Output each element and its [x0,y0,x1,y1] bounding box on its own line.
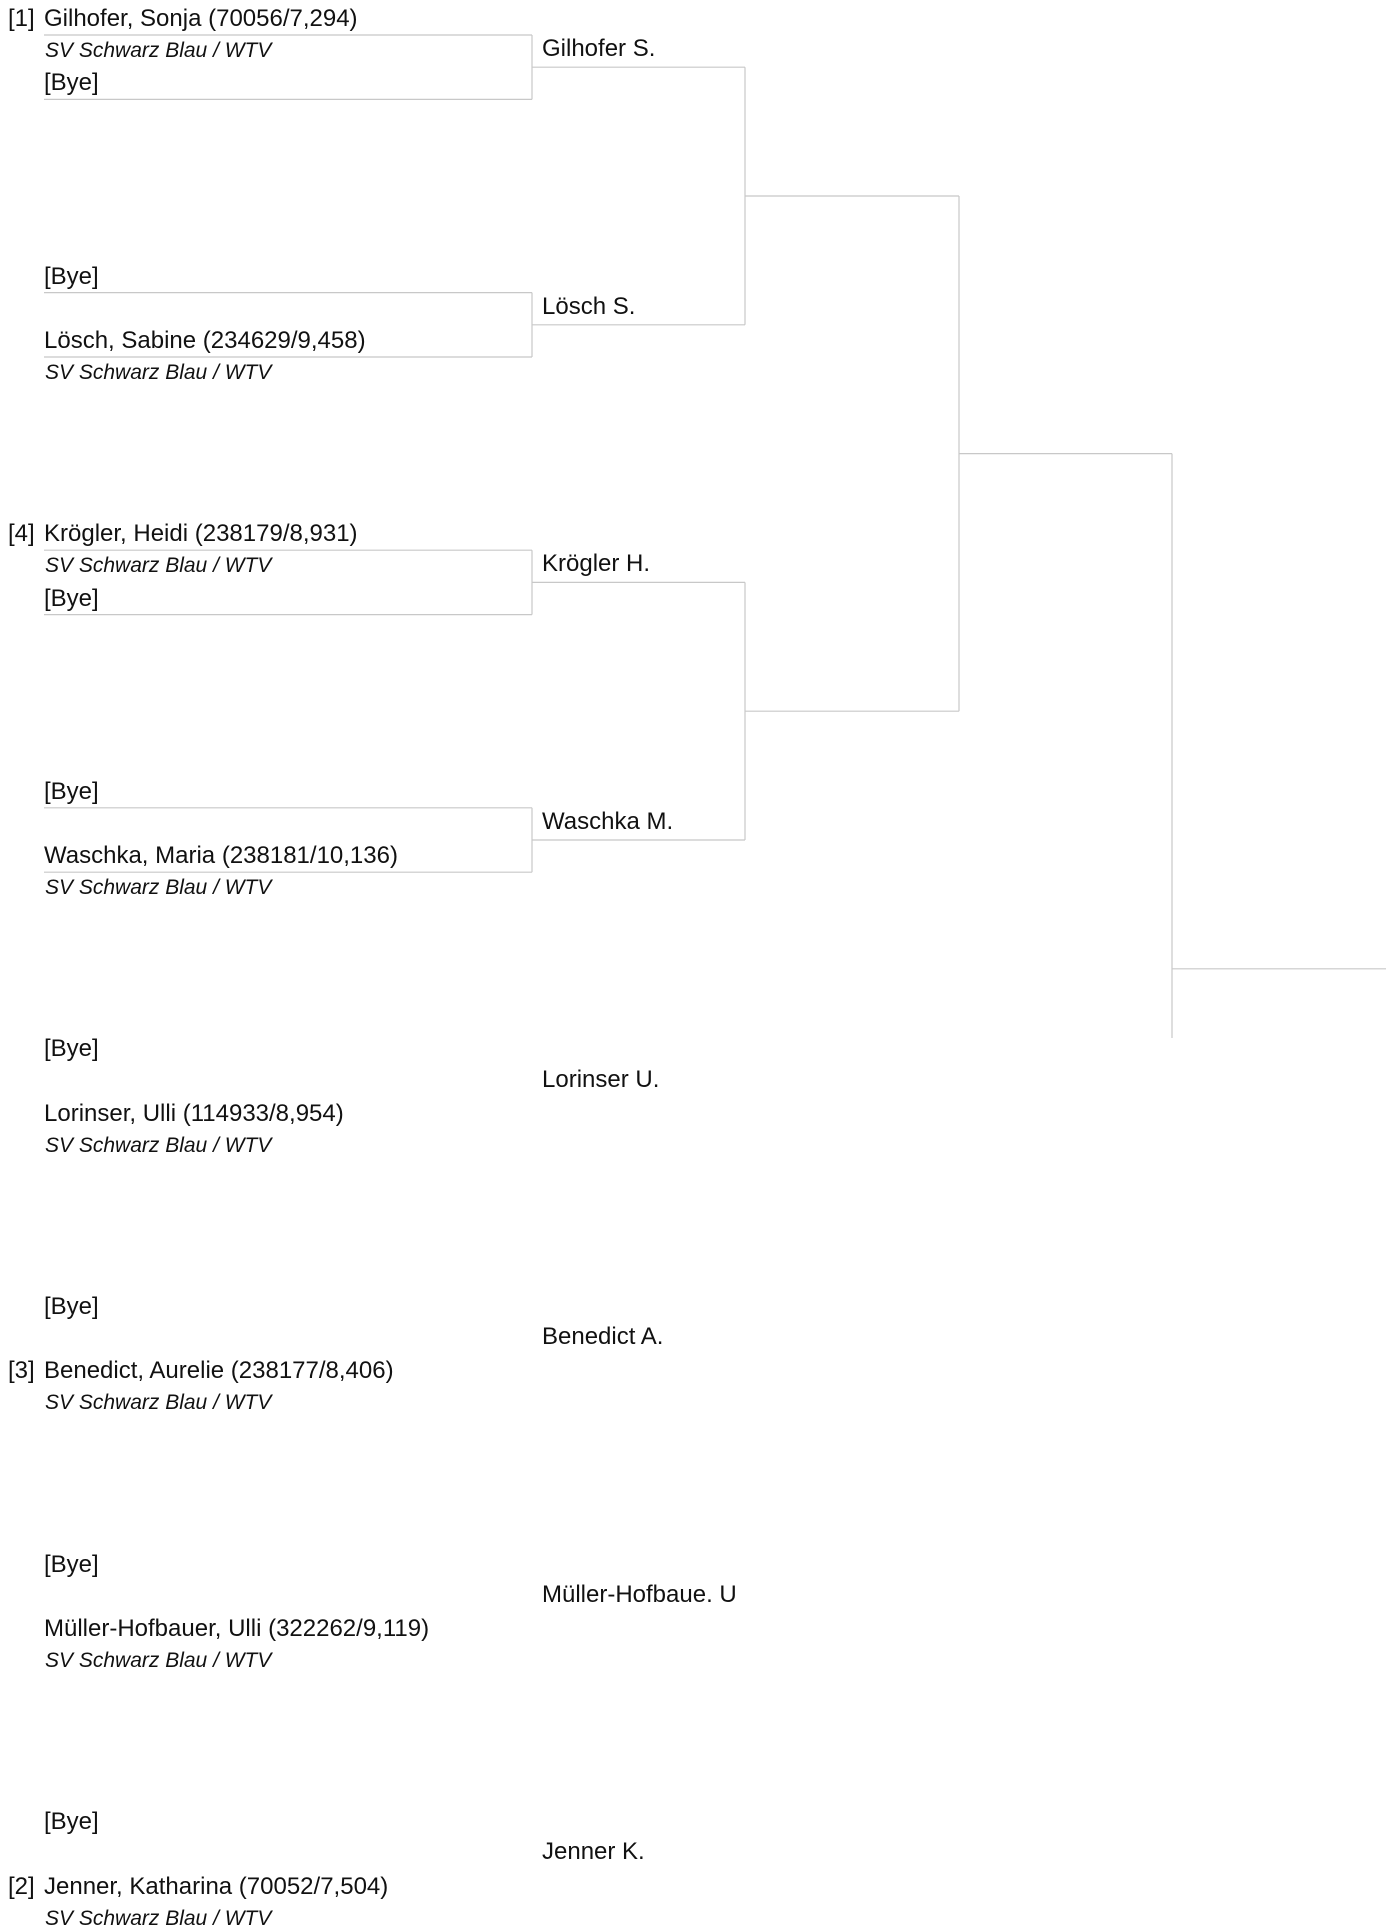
match-winner: Krögler H. [542,550,651,578]
player-name: [Bye] [44,69,99,97]
club-name: SV Schwarz Blau / WTV [45,361,272,384]
player-name: [Bye] [44,1808,99,1836]
player-name: Jenner, Katharina (70052/7,504) [44,1872,389,1900]
bracket-lines [44,34,1386,1038]
seed-number: [4] [8,520,35,548]
match-winner: Müller-Hofbaue. U [542,1580,737,1608]
player-name: [Bye] [44,1035,99,1063]
player-name: Waschka, Maria (238181/10,136) [44,842,398,870]
player-name: Lösch, Sabine (234629/9,458) [44,327,366,354]
match-winner: Lorinser U. [542,1065,660,1093]
seed-number: [2] [8,1872,35,1900]
club-name: SV Schwarz Blau / WTV [45,876,272,900]
club-name: SV Schwarz Blau / WTV [45,1391,272,1415]
match-winner: Jenner K. [542,1838,645,1866]
player-name: [Bye] [44,262,99,290]
player-name: Krögler, Heidi (238179/8,931) [44,520,358,548]
player-name: [Bye] [44,1293,99,1320]
club-name: SV Schwarz Blau / WTV [45,1649,272,1672]
player-name: [Bye] [44,1550,99,1578]
match-winner: Lösch S. [542,292,636,320]
club-name: SV Schwarz Blau / WTV [45,554,272,578]
club-name: SV Schwarz Blau / WTV [45,1906,272,1930]
match-winner: Benedict A. [542,1323,664,1351]
club-name: SV Schwarz Blau / WTV [45,39,272,62]
player-name: [Bye] [44,584,99,612]
player-name: Lorinser, Ulli (114933/8,954) [44,1099,344,1127]
seed-number: [3] [8,1357,35,1385]
player-name: Benedict, Aurelie (238177/8,406) [44,1357,394,1385]
club-name: SV Schwarz Blau / WTV [45,1133,272,1157]
match-winner: Gilhofer S. [542,35,656,63]
seed-number: [1] [8,5,35,32]
player-name: [Bye] [44,777,99,805]
player-name: Müller-Hofbauer, Ulli (322262/9,119) [44,1615,430,1642]
player-name: Gilhofer, Sonja (70056/7,294) [44,5,358,32]
match-winner: Waschka M. [542,808,674,835]
